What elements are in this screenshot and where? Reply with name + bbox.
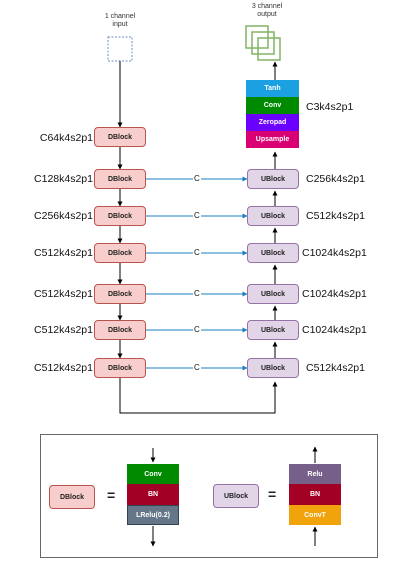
- output-image-icon: [245, 25, 281, 61]
- ublock: UBlock: [247, 358, 299, 378]
- legend-ublock-layer-bn: BN: [289, 484, 341, 505]
- head-spec-label: C3k4s2p1: [306, 101, 354, 113]
- ublock: UBlock: [247, 320, 299, 340]
- legend-layer-label: LRelu(0.2): [136, 511, 170, 519]
- output-caption-line-2: output: [257, 11, 277, 18]
- decoder-spec-label: C256k4s2p1: [306, 173, 365, 185]
- skip-label: C: [193, 325, 201, 334]
- input-caption: 1 channel input: [95, 13, 145, 29]
- decoder-spec-label: C1024k4s2p1: [302, 324, 367, 336]
- output-caption-line-1: 3 channel: [251, 3, 283, 10]
- legend-ublock-layer-relu: Relu: [289, 464, 341, 484]
- legend-dblock-stack: Conv BN LRelu(0.2): [127, 464, 179, 525]
- encoder-spec-label: C512k4s2p1: [34, 362, 93, 374]
- ublock: UBlock: [247, 206, 299, 226]
- head-layer-label: Zeropad: [258, 119, 287, 126]
- ublock: UBlock: [247, 243, 299, 263]
- skip-label: C: [193, 211, 201, 220]
- legend-ublock-stack: Relu BN ConvT: [289, 464, 341, 525]
- dblock: DBlock: [94, 243, 146, 263]
- legend-dblock-layer-lrelu: LRelu(0.2): [127, 505, 179, 525]
- decoder-spec-label: C1024k4s2p1: [302, 288, 367, 300]
- decoder-spec-label: C512k4s2p1: [306, 362, 365, 374]
- legend-dblock-layer-conv: Conv: [127, 464, 179, 484]
- dblock: DBlock: [94, 284, 146, 304]
- dblock: DBlock: [94, 127, 146, 147]
- head-layer-label: Conv: [263, 102, 282, 109]
- skip-label: C: [193, 174, 201, 183]
- legend-dblock-layer-bn: BN: [127, 484, 179, 505]
- input-image-icon: [107, 36, 133, 62]
- head-layer-upsample: Upsample: [246, 131, 299, 148]
- legend-layer-label: Conv: [144, 470, 162, 478]
- output-head: Tanh Conv Zeropad Upsample: [246, 80, 299, 148]
- dblock: DBlock: [94, 169, 146, 189]
- dblock: DBlock: [94, 358, 146, 378]
- head-layer-label: Upsample: [255, 136, 290, 143]
- legend-equals-dblock: =: [107, 487, 116, 503]
- head-layer-tanh: Tanh: [246, 80, 299, 97]
- legend-layer-label: ConvT: [304, 511, 326, 519]
- encoder-spec-label: C512k4s2p1: [34, 324, 93, 336]
- head-layer-label: Tanh: [264, 85, 281, 92]
- skip-label: C: [193, 363, 201, 372]
- encoder-spec-label: C128k4s2p1: [34, 173, 93, 185]
- legend-layer-label: BN: [147, 491, 159, 498]
- dblock: DBlock: [94, 320, 146, 340]
- ublock: UBlock: [247, 169, 299, 189]
- legend-dblock: DBlock: [49, 485, 95, 509]
- encoder-spec-label: C256k4s2p1: [34, 210, 93, 222]
- encoder-spec-label: C512k4s2p1: [34, 288, 93, 300]
- dblock: DBlock: [94, 206, 146, 226]
- ublock: UBlock: [247, 284, 299, 304]
- skip-label: C: [193, 289, 201, 298]
- legend-layer-label: Relu: [307, 470, 323, 478]
- skip-label: C: [193, 248, 201, 257]
- encoder-spec-label: C512k4s2p1: [34, 247, 93, 259]
- legend-layer-label: BN: [309, 491, 321, 498]
- head-layer-conv: Conv: [246, 97, 299, 114]
- encoder-spec-label: C64k4s2p1: [39, 132, 93, 144]
- legend-ublock: UBlock: [213, 484, 259, 508]
- head-layer-zeropad: Zeropad: [246, 114, 299, 131]
- bottleneck-connector: [119, 378, 278, 414]
- output-caption: 3 channel output: [242, 3, 292, 19]
- input-caption-line-1: 1 channel: [104, 13, 136, 20]
- decoder-spec-label: C1024k4s2p1: [302, 247, 367, 259]
- legend-equals-ublock: =: [268, 486, 277, 502]
- legend-ublock-layer-convt: ConvT: [289, 505, 341, 525]
- legend: [40, 434, 378, 558]
- decoder-spec-label: C512k4s2p1: [306, 210, 365, 222]
- input-caption-line-2: input: [112, 21, 128, 28]
